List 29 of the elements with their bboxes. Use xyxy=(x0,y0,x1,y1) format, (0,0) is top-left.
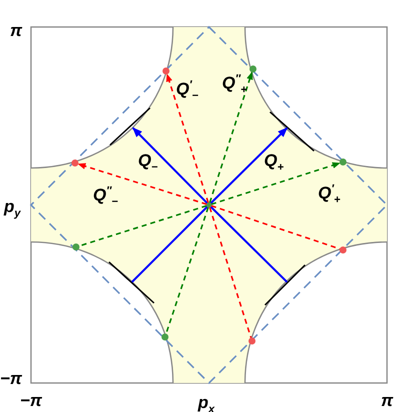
point-marker xyxy=(250,66,256,72)
dashed-line xyxy=(211,205,340,250)
vector-label: Q$_{−}$ xyxy=(138,152,158,174)
arrow xyxy=(210,127,288,204)
axis-label: p$_{x}$ xyxy=(198,394,215,412)
axis-tick-label: −π xyxy=(0,370,22,387)
axis-tick-label: π xyxy=(10,22,22,39)
dashed-line xyxy=(209,207,252,338)
point-marker xyxy=(72,244,80,250)
point-marker xyxy=(162,334,168,340)
axis-tick-label: π xyxy=(381,392,394,409)
arrow xyxy=(209,72,253,203)
line xyxy=(210,206,288,283)
point-marker xyxy=(72,160,78,166)
vector-label: Q$_{+}$ xyxy=(264,152,284,174)
point-marker xyxy=(340,158,346,166)
axis-label: p$_{y}$ xyxy=(4,198,21,220)
arrow xyxy=(78,163,207,206)
axis-tick-label: −π xyxy=(20,392,42,409)
arrow xyxy=(211,162,340,205)
point-marker xyxy=(206,202,212,208)
point-marker xyxy=(340,246,346,254)
arrow xyxy=(166,74,209,203)
point-marker xyxy=(162,68,170,74)
point-marker xyxy=(248,338,256,344)
dashed-line xyxy=(165,207,209,334)
dashed-line xyxy=(79,205,207,247)
arrow xyxy=(132,127,208,204)
line xyxy=(131,206,208,283)
